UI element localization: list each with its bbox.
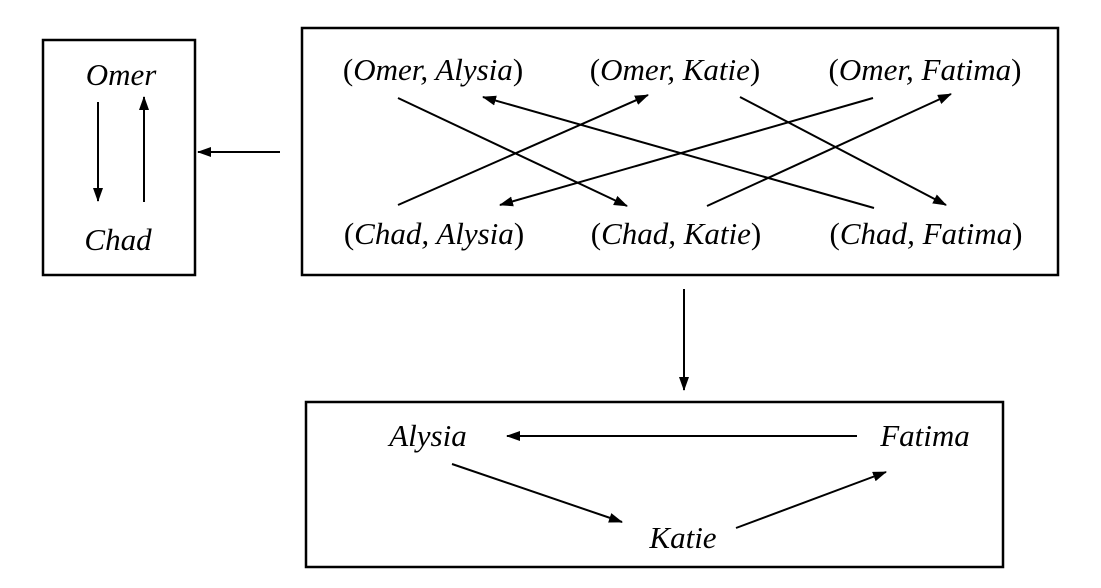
- pair-chad-fatima: (Chad, Fatima): [830, 216, 1023, 251]
- pair-omer-fatima: (Omer, Fatima): [829, 52, 1022, 87]
- pair-omer-alysia: (Omer, Alysia): [343, 52, 523, 87]
- pair-chad-katie: (Chad, Katie): [591, 216, 762, 251]
- left-box: [41, 38, 197, 277]
- bottom-left-label: Alysia: [387, 418, 467, 453]
- bottom-box: [304, 400, 1005, 569]
- pair-omer-katie: (Omer, Katie): [590, 52, 761, 87]
- arrow-chad-alysia-to-omer-katie: [397, 94, 649, 206]
- arrow-chad-katie-to-omer-fatima: [706, 93, 952, 207]
- arrow-alysia-to-katie: [451, 463, 623, 523]
- left-bottom-label: Chad: [84, 222, 152, 257]
- arrow-omer-katie-to-chad-fatima: [739, 96, 947, 206]
- left-top-label: Omer: [86, 57, 158, 92]
- arrow-omer-fatima-to-chad-alysia: [499, 97, 874, 207]
- bottom-center-label: Katie: [648, 520, 716, 555]
- arrow-katie-to-fatima: [735, 471, 887, 529]
- arrow-omer-alysia-to-chad-katie: [397, 97, 628, 207]
- pair-chad-alysia: (Chad, Alysia): [344, 216, 524, 251]
- bottom-right-label: Fatima: [879, 418, 970, 453]
- arrow-chad-fatima-to-omer-alysia: [482, 95, 875, 209]
- pairs-box: [300, 26, 1060, 277]
